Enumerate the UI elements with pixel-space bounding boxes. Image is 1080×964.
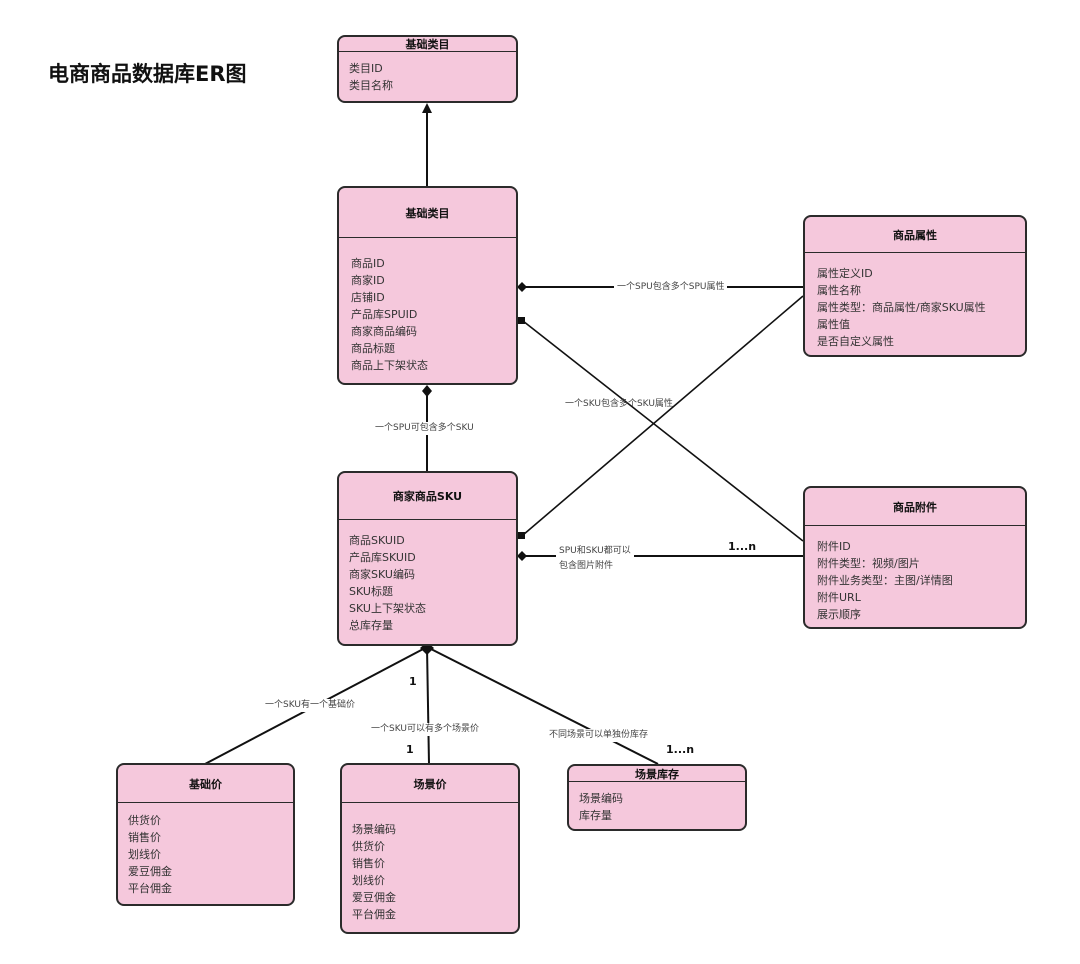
entity-spu-fields: 商品ID 商家ID 店铺ID 产品库SPUID 商家商品编码商品标题商品上下架状态 bbox=[339, 238, 516, 374]
entity-field: 平台佣金 bbox=[128, 882, 172, 895]
entity-scenestock-fields: 场景编码库存量 bbox=[569, 782, 745, 824]
entity-scenestock[interactable]: 场景库存 场景编码库存量 bbox=[567, 764, 747, 831]
square-end-icon bbox=[518, 317, 525, 324]
entity-field: 商家商品编码 bbox=[351, 325, 417, 338]
entity-field: 场景编码 bbox=[579, 792, 623, 805]
entity-baseprice[interactable]: 基础价 供货价销售价划线价爱豆佣金平台佣金 bbox=[116, 763, 295, 906]
entity-category-title: 基础类目 bbox=[339, 37, 516, 52]
entity-field: SKU标题 bbox=[349, 585, 393, 598]
entity-sceneprice[interactable]: 场景价 场景编码供货价销售价划线价爱豆佣金平台佣金 bbox=[340, 763, 520, 934]
entity-baseprice-title: 基础价 bbox=[118, 765, 293, 803]
entity-field: 库存量 bbox=[579, 809, 612, 822]
entity-field: 类目名称 bbox=[349, 79, 393, 92]
rel-label-spu-sku: 一个SPU可包含多个SKU bbox=[372, 422, 477, 435]
entity-field: 场景编码 bbox=[352, 823, 396, 836]
entity-attach-title: 商品附件 bbox=[805, 488, 1025, 526]
sku-sceneprice-line bbox=[426, 646, 430, 765]
entity-sku-title: 商家商品SKU bbox=[339, 473, 516, 520]
arrowhead-icon bbox=[422, 103, 432, 113]
rel-label-attach-2: 包含图片附件 bbox=[556, 560, 617, 573]
entity-field: 商品ID bbox=[351, 257, 385, 270]
mult-attach-many: 1...n bbox=[728, 540, 757, 553]
entity-field: 供货价 bbox=[352, 840, 385, 853]
entity-field: 附件业务类型：主图/详情图 bbox=[817, 574, 953, 587]
entity-sku[interactable]: 商家商品SKU 商品SKUID 产品库SKUID 商家SKU编码 SKU标题 SKU上下… bbox=[337, 471, 518, 646]
entity-field: 展示顺序 bbox=[817, 608, 861, 621]
entity-field: 属性名称 bbox=[817, 284, 861, 297]
entity-attach[interactable]: 商品附件 附件ID 附件类型：视频/图片附件业务类型：主图/详情图附件URL 展示顺… bbox=[803, 486, 1027, 629]
entity-field: 附件类型：视频/图片 bbox=[817, 557, 920, 570]
entity-sku-fields: 商品SKUID 产品库SKUID 商家SKU编码 SKU标题 SKU上下架状态总库存量 bbox=[339, 520, 516, 634]
entity-field: 供货价 bbox=[128, 814, 161, 827]
entity-field: 划线价 bbox=[352, 874, 385, 887]
diamond-icon bbox=[517, 551, 527, 561]
entity-sceneprice-title: 场景价 bbox=[342, 765, 518, 803]
entity-spu[interactable]: 基础类目 商品ID 商家ID 店铺ID 产品库SPUID 商家商品编码商品标题商品上下架… bbox=[337, 186, 518, 385]
entity-baseprice-fields: 供货价销售价划线价爱豆佣金平台佣金 bbox=[118, 803, 293, 897]
entity-field: 爱豆佣金 bbox=[352, 891, 396, 904]
sku-attr-line bbox=[522, 295, 804, 536]
rel-label-sku-baseprice: 一个SKU有一个基础价 bbox=[262, 699, 358, 712]
entity-field: 附件ID bbox=[817, 540, 851, 553]
entity-attach-fields: 附件ID 附件类型：视频/图片附件业务类型：主图/详情图附件URL 展示顺序 bbox=[805, 526, 1025, 623]
entity-field: 类目ID bbox=[349, 62, 383, 75]
entity-category[interactable]: 基础类目 类目ID 类目名称 bbox=[337, 35, 518, 103]
entity-field: 是否自定义属性 bbox=[817, 335, 894, 348]
entity-field: 产品库SPUID bbox=[351, 308, 418, 321]
diamond-icon bbox=[517, 282, 527, 292]
rel-label-attach-1: SPU和SKU都可以 bbox=[556, 545, 634, 558]
page-title: 电商商品数据库ER图 bbox=[48, 62, 247, 86]
entity-field: 平台佣金 bbox=[352, 908, 396, 921]
entity-field: 商家ID bbox=[351, 274, 385, 287]
entity-field: 属性定义ID bbox=[817, 267, 873, 280]
entity-field: 商品标题 bbox=[351, 342, 395, 355]
entity-field: 销售价 bbox=[128, 831, 161, 844]
entity-field: SKU上下架状态 bbox=[349, 602, 426, 615]
entity-field: 产品库SKUID bbox=[349, 551, 416, 564]
spu-attach-line bbox=[522, 320, 804, 542]
entity-field: 商家SKU编码 bbox=[349, 568, 415, 581]
entity-scenestock-title: 场景库存 bbox=[569, 766, 745, 782]
entity-attr-fields: 属性定义ID 属性名称属性类型：商品属性/商家SKU属性属性值是否自定义属性 bbox=[805, 253, 1025, 350]
mult-sceneprice-one: 1 bbox=[406, 743, 414, 756]
entity-field: 商品上下架状态 bbox=[351, 359, 428, 372]
entity-field: 爱豆佣金 bbox=[128, 865, 172, 878]
mult-sku-one: 1 bbox=[409, 675, 417, 688]
entity-field: 总库存量 bbox=[349, 619, 393, 632]
square-end-icon bbox=[518, 532, 525, 539]
rel-label-spu-attr: 一个SPU包含多个SPU属性 bbox=[614, 281, 728, 294]
rel-label-sku-attr: 一个SKU包含多个SKU属性 bbox=[565, 399, 673, 409]
entity-category-fields: 类目ID 类目名称 bbox=[339, 52, 516, 94]
entity-field: 销售价 bbox=[352, 857, 385, 870]
rel-label-sku-scenestock: 不同场景可以单独份库存 bbox=[546, 729, 652, 742]
entity-attr[interactable]: 商品属性 属性定义ID 属性名称属性类型：商品属性/商家SKU属性属性值是否自定义… bbox=[803, 215, 1027, 357]
entity-field: 属性类型：商品属性/商家SKU属性 bbox=[817, 301, 986, 314]
entity-sceneprice-fields: 场景编码供货价销售价划线价爱豆佣金平台佣金 bbox=[342, 803, 518, 923]
entity-field: 商品SKUID bbox=[349, 534, 405, 547]
entity-field: 店铺ID bbox=[351, 291, 385, 304]
mult-scenestock-many: 1...n bbox=[666, 743, 695, 756]
entity-spu-title: 基础类目 bbox=[339, 188, 516, 238]
diamond-icon bbox=[422, 385, 432, 397]
entity-field: 附件URL bbox=[817, 591, 861, 604]
entity-field: 划线价 bbox=[128, 848, 161, 861]
sku-scenestock-line bbox=[426, 646, 659, 765]
rel-label-sku-sceneprice: 一个SKU可以有多个场景价 bbox=[368, 723, 482, 736]
entity-field: 属性值 bbox=[817, 318, 850, 331]
entity-attr-title: 商品属性 bbox=[805, 217, 1025, 253]
